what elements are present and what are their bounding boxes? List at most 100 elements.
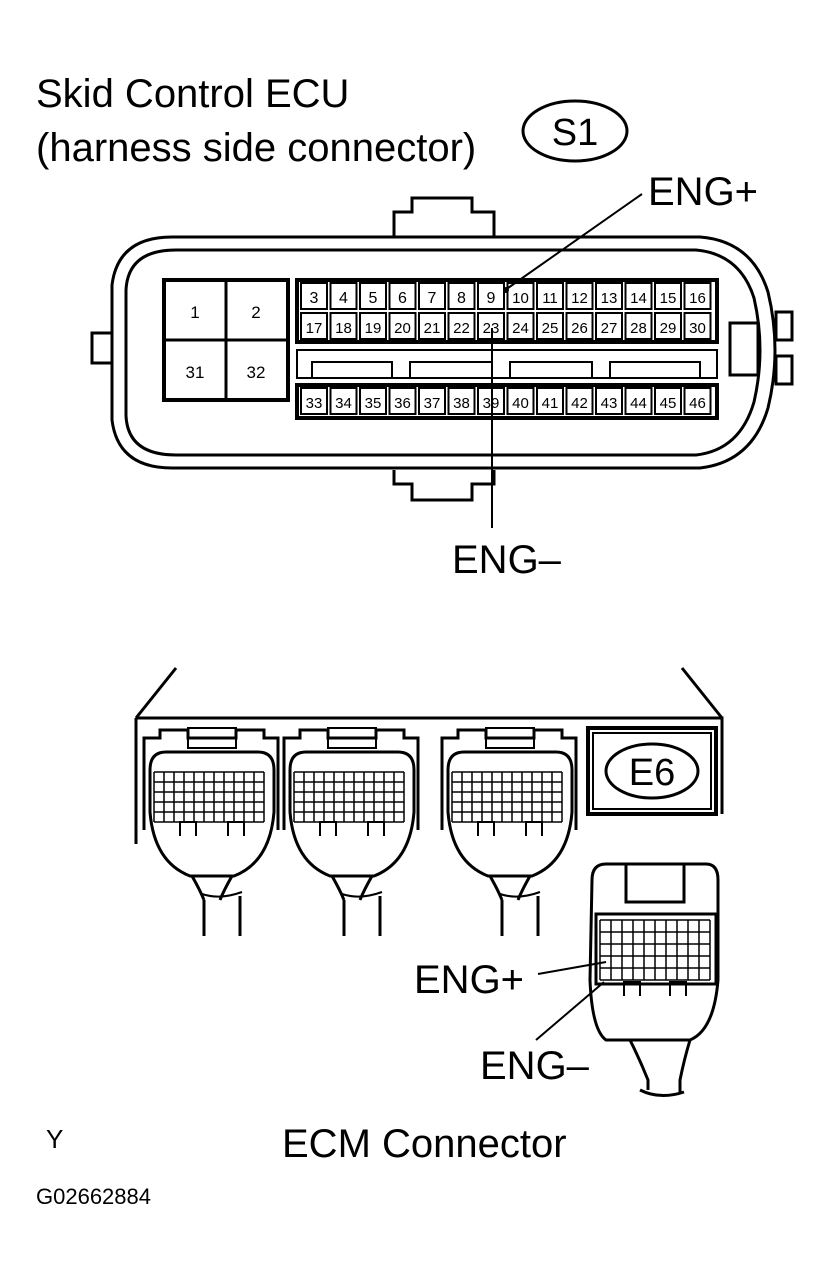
pin-9-cell: [477, 282, 505, 310]
e6-badge-box-inner: [592, 732, 712, 810]
pin-13-label: 13: [601, 290, 618, 307]
ecm-body-outline: [134, 716, 724, 844]
pin-40-label: 40: [512, 395, 529, 412]
s1-badge-text: S1: [552, 112, 598, 154]
pin-16-label: 16: [689, 290, 706, 307]
pin-18-cell: [329, 312, 358, 340]
s1-right-nub-upper: [774, 310, 794, 342]
pin-25-label: 25: [542, 320, 559, 337]
ecm-plug-2: [282, 727, 420, 936]
ecm-body-edge-right: [680, 667, 724, 719]
pin-21-cell: [418, 312, 446, 340]
e6-badge-box: [586, 726, 718, 816]
pin-44-label: 44: [630, 395, 647, 412]
e6-badge-ellipse: [604, 742, 700, 800]
figure-code: G02662884: [36, 1184, 151, 1209]
pin-45-label: 45: [660, 395, 677, 412]
pin-24-cell: [506, 312, 535, 340]
s1-pin-grid-lower: [295, 383, 719, 420]
pin-10-label: 10: [512, 290, 529, 307]
pin-11-cell: [536, 282, 564, 310]
pin-42-cell: [565, 387, 594, 415]
pin-28-label: 28: [630, 320, 647, 337]
pin-16-cell: [683, 282, 712, 310]
s1-top-latch: [392, 196, 496, 237]
ecm-body-edge-left: [134, 667, 178, 719]
pin-20-cell: [388, 312, 417, 340]
eng-plus-label-e6: ENG+: [414, 958, 525, 1002]
pin-6-label: 6: [398, 290, 407, 307]
e6-eng-plus-leader: [537, 961, 607, 975]
pin-18-label: 18: [335, 320, 352, 337]
s1-middle-rail: [296, 349, 718, 379]
pin-36-label: 36: [394, 395, 411, 412]
e6-eng-minus-leader: [535, 981, 605, 1041]
pin-26-label: 26: [571, 320, 588, 337]
s1-bottom-latch: [392, 470, 496, 502]
pin-26-cell: [565, 312, 594, 340]
s1-eng-plus-leader: [507, 193, 643, 289]
pin-34-label: 34: [335, 395, 352, 412]
pin-35-label: 35: [365, 395, 382, 412]
pin-5-cell: [359, 282, 387, 310]
pin-17-cell: [300, 312, 328, 340]
pin-3-cell: [300, 282, 328, 310]
corner-mark: Y: [46, 1124, 64, 1154]
s1-housing-inner: [124, 248, 762, 457]
pin-44-cell: [624, 387, 653, 415]
pin-3-label: 3: [310, 290, 319, 307]
ecm-unit: E6: [134, 667, 724, 1097]
s1-key-slot: [728, 321, 760, 377]
pin-25-cell: [536, 312, 564, 340]
pin-22-label: 22: [453, 320, 470, 337]
pin-17-label: 17: [306, 320, 323, 337]
pin-42-label: 42: [571, 395, 588, 412]
pin-36-cell: [388, 387, 417, 415]
s1-housing-outer: [110, 235, 777, 470]
pin-24-label: 24: [512, 320, 529, 337]
pin-6-cell: [388, 282, 417, 310]
skid-ecu-subtitle: (harness side connector): [36, 126, 477, 170]
pin-28-cell: [624, 312, 653, 340]
pin-9-label: 9: [487, 290, 496, 307]
pin-4-label: 4: [339, 290, 348, 307]
s1-left-nub: [90, 331, 114, 365]
pin-37-cell: [418, 387, 446, 415]
pin-14-cell: [624, 282, 653, 310]
pin-29-cell: [654, 312, 682, 340]
eng-minus-label-s1: ENG–: [452, 538, 561, 582]
pin-10-cell: [506, 282, 535, 310]
skid-ecu-title: Skid Control ECU: [36, 72, 350, 116]
pin-19-label: 19: [365, 320, 382, 337]
pin-41-cell: [536, 387, 564, 415]
pin-32-label: 32: [247, 363, 266, 382]
pin-2-label: 2: [251, 303, 260, 322]
pin-34-cell: [329, 387, 358, 415]
pin-7-cell: [418, 282, 446, 310]
pin-12-label: 12: [571, 290, 588, 307]
eng-minus-label-e6: ENG–: [480, 1044, 589, 1088]
pin-27-cell: [595, 312, 623, 340]
pin-7-label: 7: [428, 290, 437, 307]
pin-22-cell: [447, 312, 476, 340]
s1-large-pin-block: [162, 278, 290, 402]
pin-35-cell: [359, 387, 387, 415]
s1-badge-ellipse: [521, 99, 629, 163]
pin-31-label: 31: [186, 363, 205, 382]
pin-38-label: 38: [453, 395, 470, 412]
pin-15-label: 15: [660, 290, 677, 307]
pin-27-label: 27: [601, 320, 618, 337]
pin-37-label: 37: [424, 395, 441, 412]
s1-pin-grid-upper: [295, 278, 719, 344]
pin-20-label: 20: [394, 320, 411, 337]
pin-14-label: 14: [630, 290, 647, 307]
pin-5-label: 5: [369, 290, 378, 307]
ecm-connector-title: ECM Connector: [282, 1122, 567, 1166]
pin-21-label: 21: [424, 320, 441, 337]
pin-13-cell: [595, 282, 623, 310]
pin-46-cell: [683, 387, 712, 415]
pin-11-label: 11: [542, 290, 558, 307]
pin-30-label: 30: [689, 320, 706, 337]
